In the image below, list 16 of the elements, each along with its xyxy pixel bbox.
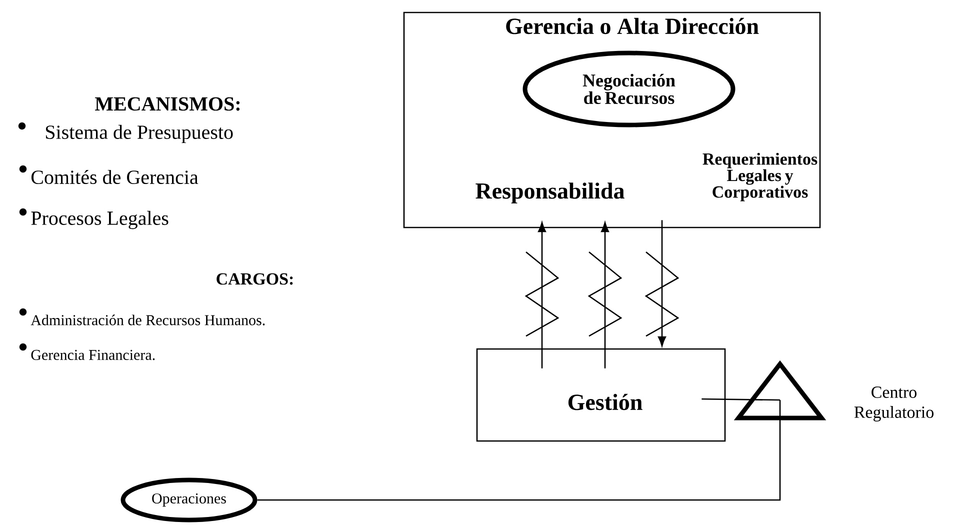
node-caption: Centro Regulatorio — [854, 386, 934, 422]
connector-line — [702, 398, 780, 401]
list-text: Procesos Legales — [31, 210, 168, 230]
list-text: MECANISMOS: — [95, 97, 240, 111]
list-text: Administración de Recursos Humanos. — [30, 314, 265, 326]
ellipse-node: Operaciones — [120, 478, 258, 522]
list-text: Sistema de Presupuesto — [46, 124, 233, 144]
list-text: CARGOS: — [216, 273, 293, 285]
list-text: Comités de Gerencia — [31, 170, 198, 184]
arrow — [644, 220, 680, 346]
arrow — [524, 222, 560, 368]
process-box: Gestión — [476, 348, 726, 442]
list-text: Gerencia Financiera. — [31, 350, 155, 360]
ellipse-node: Negociación de Recursos — [522, 50, 736, 128]
arrow — [588, 222, 622, 368]
connector-line — [257, 400, 781, 501]
